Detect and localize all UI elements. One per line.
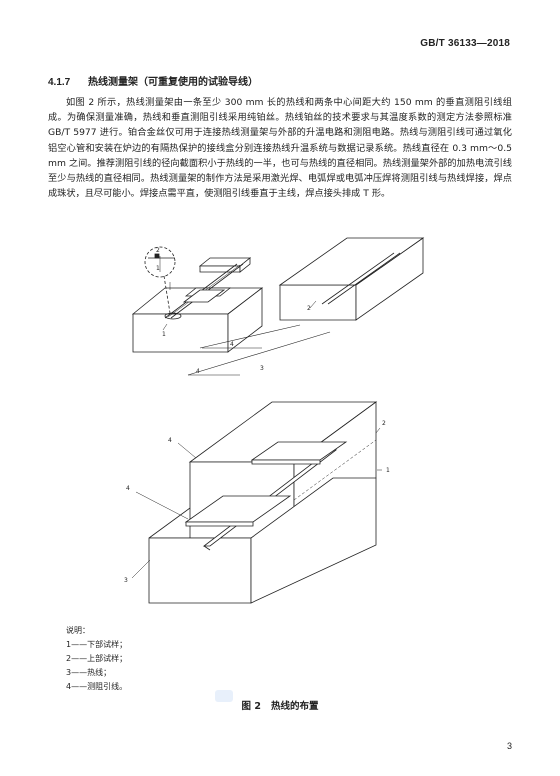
figure-caption: 图 2 热线的布置 bbox=[0, 698, 560, 712]
callout-4-top: 4 bbox=[230, 341, 234, 348]
hot-wire-arrangement-figure: 2 1 1 2 4 4 3 bbox=[124, 237, 425, 604]
note-item: 1——下部试样； bbox=[66, 640, 128, 649]
assembled-specimens-drawing bbox=[148, 401, 378, 604]
figure-notes: 说明： 1——下部试样； 2——上部试样； 3——热线； 4——测阻引线。 bbox=[66, 624, 127, 694]
standard-code: GB/T 36133—2018 bbox=[420, 38, 510, 49]
callout-4-bottom-left: 4 bbox=[126, 485, 130, 492]
section-number: 4.1.7 bbox=[48, 77, 71, 88]
watermark bbox=[215, 690, 233, 702]
figure-title: 热线的布置 bbox=[270, 701, 319, 712]
callout-2-bottom: 2 bbox=[382, 420, 386, 427]
note-item: 4——测阻引线。 bbox=[66, 682, 128, 691]
page-number: 3 bbox=[506, 741, 512, 751]
notes-title: 说明： bbox=[66, 626, 90, 635]
section-heading: 4.1.7 热线测量架（可重复使用的试验导线） bbox=[48, 73, 258, 88]
callout-1-zoom: 1 bbox=[156, 265, 160, 272]
section-title: 热线测量架（可重复使用的试验导线） bbox=[88, 77, 258, 88]
upper-specimen-drawing bbox=[278, 237, 425, 321]
note-item: 2——上部试样； bbox=[66, 654, 128, 663]
callout-2-zoom: 2 bbox=[156, 247, 160, 254]
callout-1-top: 1 bbox=[162, 331, 166, 338]
callout-4-mid: 4 bbox=[196, 368, 200, 375]
lower-specimen-drawing bbox=[131, 246, 264, 353]
figure-number: 图 2 bbox=[241, 701, 261, 712]
note-item: 3——热线； bbox=[66, 668, 112, 677]
callout-4-bottom-top: 4 bbox=[168, 437, 172, 444]
body-paragraph: 如图 2 所示，热线测量架由一条至少 300 mm 长的热线和两条中心间距大约 … bbox=[48, 97, 512, 200]
callout-3-bottom: 3 bbox=[124, 577, 128, 584]
callout-3-top: 3 bbox=[260, 365, 264, 372]
callout-2-top: 2 bbox=[307, 305, 311, 312]
callout-1-bottom: 1 bbox=[386, 467, 390, 474]
